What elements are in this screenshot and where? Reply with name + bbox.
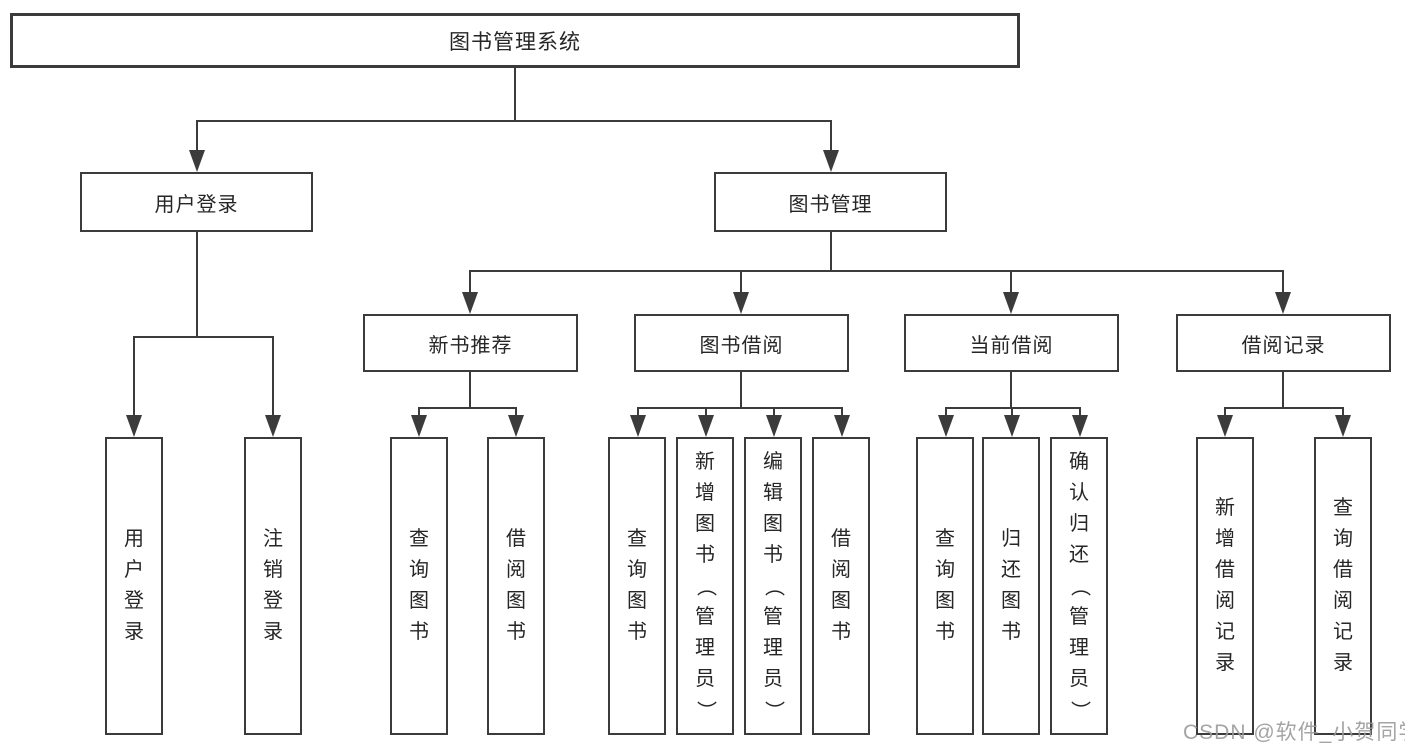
csdn-watermark: CSDN @软件_小贺同学 bbox=[1183, 721, 1405, 744]
connector-current-leaf2-drop bbox=[1011, 407, 1013, 419]
connector-record-leaf2-drop bbox=[1342, 407, 1344, 419]
leaf-borrow-borrow-books: 借阅图书 bbox=[812, 437, 870, 735]
arrow-to-book-mgmt bbox=[823, 150, 839, 172]
leaf-logout: 注销登录 bbox=[244, 437, 302, 735]
leaf-recommend-borrow-books-label: 借阅图书 bbox=[506, 528, 526, 643]
leaf-logout-label: 注销登录 bbox=[263, 528, 283, 643]
arrow-to-borrow-query bbox=[630, 415, 646, 437]
connector-level3-rail bbox=[469, 270, 1284, 272]
node-new-book-recommend: 新书推荐 bbox=[363, 314, 578, 372]
connector-recommend-leaf2-drop bbox=[515, 407, 517, 419]
leaf-user-login-label: 用户登录 bbox=[124, 528, 144, 643]
leaf-current-return-books: 归还图书 bbox=[982, 437, 1040, 735]
connector-borrow-rail bbox=[637, 407, 843, 409]
arrow-to-recommend-query bbox=[411, 415, 427, 437]
arrow-to-leaf-user-login bbox=[126, 415, 142, 437]
connector-current-rail bbox=[945, 407, 1081, 409]
connector-borrow-leaf1-drop bbox=[637, 407, 639, 419]
arrow-to-recommend-borrow bbox=[508, 415, 524, 437]
connector-borrow-leaf2-drop bbox=[705, 407, 707, 419]
arrow-to-new-book-recommend bbox=[462, 292, 478, 314]
leaf-recommend-query-books: 查询图书 bbox=[390, 437, 448, 735]
connector-user-leaf2-drop bbox=[272, 336, 274, 418]
leaf-borrow-borrow-books-label: 借阅图书 bbox=[831, 528, 851, 643]
leaf-record-query-borrow-record: 查询借阅记录 bbox=[1314, 437, 1372, 735]
connector-borrow-leaf3-drop bbox=[773, 407, 775, 419]
node-user-login: 用户登录 bbox=[80, 172, 313, 232]
leaf-current-confirm-return-admin-label: 确认归还（管理员） bbox=[1068, 450, 1091, 721]
connector-recommend-stem bbox=[469, 372, 471, 407]
arrow-to-user-login bbox=[189, 150, 205, 172]
connector-current-drop bbox=[1010, 270, 1012, 296]
node-borrow-record: 借阅记录 bbox=[1176, 314, 1391, 372]
leaf-borrow-query-books: 查询图书 bbox=[608, 437, 666, 735]
arrow-to-record-add bbox=[1217, 415, 1233, 437]
arrow-to-borrow-borrow bbox=[834, 415, 850, 437]
arrow-to-current-borrow bbox=[1003, 292, 1019, 314]
connector-user-login-drop bbox=[196, 120, 198, 156]
leaf-current-query-books-label: 查询图书 bbox=[935, 528, 955, 643]
arrow-to-borrow-add bbox=[698, 415, 714, 437]
connector-user-leaf1-drop bbox=[133, 336, 135, 418]
arrow-to-borrow-record bbox=[1275, 292, 1291, 314]
node-book-borrow: 图书借阅 bbox=[634, 314, 849, 372]
connector-borrow-leaf4-drop bbox=[841, 407, 843, 419]
leaf-borrow-edit-books-admin-label: 编辑图书（管理员） bbox=[762, 450, 785, 721]
connector-record-rail bbox=[1224, 407, 1344, 409]
connector-user-rail bbox=[133, 336, 273, 338]
connector-borrow-drop bbox=[740, 270, 742, 296]
arrow-to-current-confirm bbox=[1072, 415, 1088, 437]
arrow-to-record-query bbox=[1335, 415, 1351, 437]
connector-current-leaf3-drop bbox=[1079, 407, 1081, 419]
connector-current-stem bbox=[1010, 372, 1012, 407]
node-current-borrow: 当前借阅 bbox=[904, 314, 1119, 372]
node-book-management: 图书管理 bbox=[714, 172, 947, 232]
leaf-borrow-add-books-admin-label: 新增图书（管理员） bbox=[694, 450, 717, 721]
leaf-current-query-books: 查询图书 bbox=[916, 437, 974, 735]
leaf-recommend-query-books-label: 查询图书 bbox=[409, 528, 429, 643]
leaf-borrow-query-books-label: 查询图书 bbox=[627, 528, 647, 643]
connector-book-mgmt-drop bbox=[830, 120, 832, 156]
leaf-record-query-borrow-record-label: 查询借阅记录 bbox=[1333, 497, 1353, 674]
arrow-to-leaf-logout bbox=[265, 415, 281, 437]
leaf-borrow-add-books-admin: 新增图书（管理员） bbox=[676, 437, 734, 735]
leaf-recommend-borrow-books: 借阅图书 bbox=[487, 437, 545, 735]
node-library-management-system: 图书管理系统 bbox=[10, 13, 1020, 68]
leaf-user-login: 用户登录 bbox=[105, 437, 163, 735]
connector-record-stem bbox=[1282, 372, 1284, 407]
connector-level2-rail bbox=[196, 120, 832, 122]
connector-root-stem bbox=[514, 68, 516, 120]
leaf-record-add-borrow-record-label: 新增借阅记录 bbox=[1215, 497, 1235, 674]
arrow-to-current-return bbox=[1004, 415, 1020, 437]
connector-user-stem bbox=[196, 232, 198, 336]
leaf-current-return-books-label: 归还图书 bbox=[1001, 528, 1021, 643]
arrow-to-borrow-edit bbox=[766, 415, 782, 437]
connector-mgmt-stem bbox=[830, 232, 832, 270]
connector-recommend-drop bbox=[469, 270, 471, 296]
arrow-to-current-query bbox=[938, 415, 954, 437]
connector-current-leaf1-drop bbox=[945, 407, 947, 419]
connector-borrow-stem bbox=[740, 372, 742, 407]
leaf-borrow-edit-books-admin: 编辑图书（管理员） bbox=[744, 437, 802, 735]
connector-recommend-rail bbox=[418, 407, 517, 409]
leaf-record-add-borrow-record: 新增借阅记录 bbox=[1196, 437, 1254, 735]
arrow-to-book-borrow bbox=[733, 292, 749, 314]
connector-record-leaf1-drop bbox=[1224, 407, 1226, 419]
connector-recommend-leaf1-drop bbox=[418, 407, 420, 419]
leaf-current-confirm-return-admin: 确认归还（管理员） bbox=[1050, 437, 1108, 735]
connector-record-drop bbox=[1282, 270, 1284, 296]
